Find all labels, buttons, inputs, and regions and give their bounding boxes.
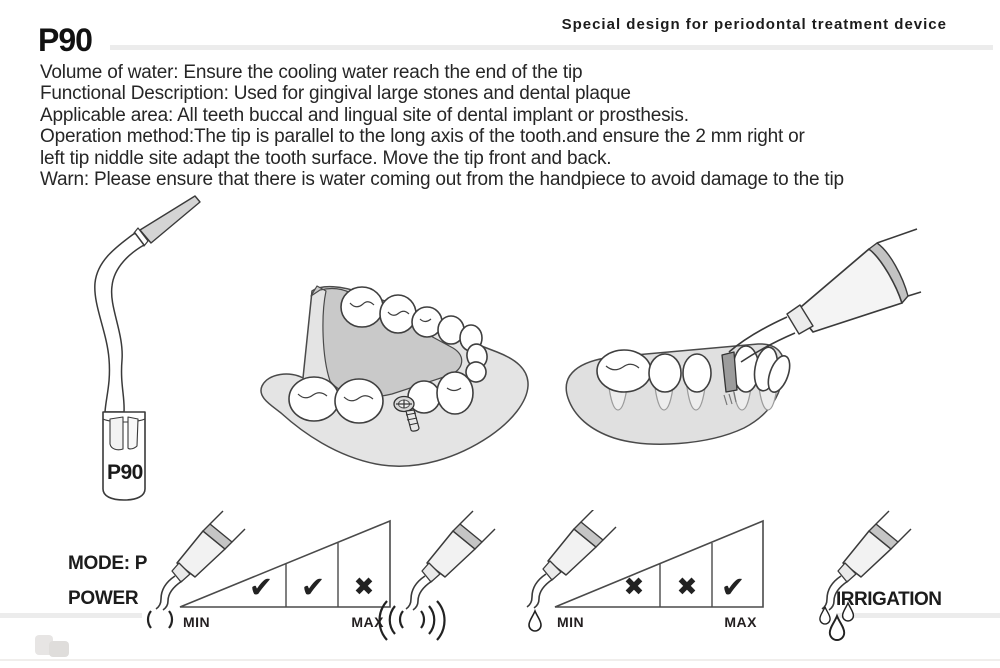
mode-label: MODE: P [68, 553, 148, 574]
description-line: Functional Description: Used for gingiva… [40, 83, 631, 105]
irrigation-mark-mid: ✖ [677, 572, 698, 601]
irrigation-min-label: MIN [557, 614, 584, 630]
description-line: left tip niddle site adapt the tooth sur… [40, 147, 612, 169]
handpiece-band [868, 242, 909, 304]
handpiece-single-drop-icon [526, 510, 617, 632]
faint-logo-mark [33, 633, 71, 659]
tooth [436, 371, 474, 415]
description-line: Warn: Please ensure that there is water … [40, 169, 844, 191]
handpiece-multi-drop-icon [819, 510, 912, 641]
handpiece-neck [786, 304, 814, 335]
handpiece-strong-vibration-icon [378, 510, 496, 641]
description-line: Volume of water: Ensure the cooling wate… [40, 62, 583, 83]
irrigation-mark-high: ✔ [721, 570, 745, 604]
tip-base [102, 411, 146, 501]
handpiece-shank [728, 316, 788, 353]
molar-occlusal-line [605, 363, 640, 371]
implant-screw [393, 395, 420, 432]
tip-shank [94, 232, 145, 413]
irrigation-label: IRRIGATION [836, 589, 942, 610]
tip-base-facet [109, 416, 124, 451]
tooth [596, 349, 652, 393]
handpiece-weak-vibration-icon [146, 510, 246, 629]
irrigation-diagram: ✖ ✖ ✔ MIN MAX [526, 510, 912, 641]
description-line: Applicable area: All teeth buccal and li… [40, 104, 689, 126]
power-label: POWER [68, 588, 139, 609]
diagrams-canvas: ✔ ✔ ✖ MIN MAX ✖ ✖ [146, 510, 912, 641]
header-rule [110, 45, 993, 50]
tooth [340, 286, 384, 328]
implant-threads [405, 412, 419, 426]
tip-base-edge [102, 418, 146, 423]
tooth-crowns [596, 345, 791, 393]
handpiece [721, 228, 922, 406]
pocket-hatch [723, 391, 737, 406]
irrigation-max-label: MAX [724, 614, 757, 630]
tip-model-label: P90 [107, 461, 143, 484]
lower-teeth [288, 371, 474, 424]
occlusal-lines [297, 301, 462, 402]
logo-shape [49, 641, 69, 657]
irrigation-mark-low: ✖ [624, 572, 645, 601]
logo-shape [35, 635, 53, 655]
description-block: Volume of water: Ensure the cooling wate… [40, 62, 844, 190]
tooth [288, 376, 340, 422]
irrigation-triangle [554, 519, 764, 608]
power-mark-high: ✖ [354, 572, 375, 601]
tip-collar [133, 227, 149, 247]
power-min-label: MIN [183, 614, 210, 630]
tooth [648, 353, 682, 393]
power-diagram: ✔ ✔ ✖ MIN MAX [146, 510, 496, 641]
handpiece-body-edge [876, 228, 918, 244]
working-tip [721, 351, 738, 393]
handpiece-shank [740, 332, 796, 363]
tip-base-facet [127, 416, 139, 450]
page-edge-artifact [0, 659, 1000, 661]
tooth [767, 355, 791, 393]
illustrations-canvas: P90 [94, 195, 922, 501]
handpiece-body-edge [907, 291, 922, 297]
description-line: Operation method:The tip is parallel to … [40, 126, 805, 148]
power-mark-low: ✔ [249, 570, 273, 604]
power-mark-mid: ✔ [301, 570, 325, 604]
tip-cone [139, 195, 201, 244]
power-rule [0, 613, 142, 618]
tooth [682, 353, 712, 393]
handpiece-usage-illustration [565, 228, 922, 445]
upper-teeth-row [340, 286, 488, 383]
jaw-implant-illustration [260, 285, 529, 467]
tooth [334, 378, 384, 424]
implant-shaft [405, 409, 420, 432]
irrigation-rule [836, 613, 1000, 618]
tooth [465, 361, 487, 383]
power-max-label: MAX [351, 614, 384, 630]
model-title: P90 [38, 22, 93, 58]
page-tagline: Special design for periodontal treatment… [561, 16, 947, 33]
scaler-tip-illustration: P90 [94, 195, 201, 501]
